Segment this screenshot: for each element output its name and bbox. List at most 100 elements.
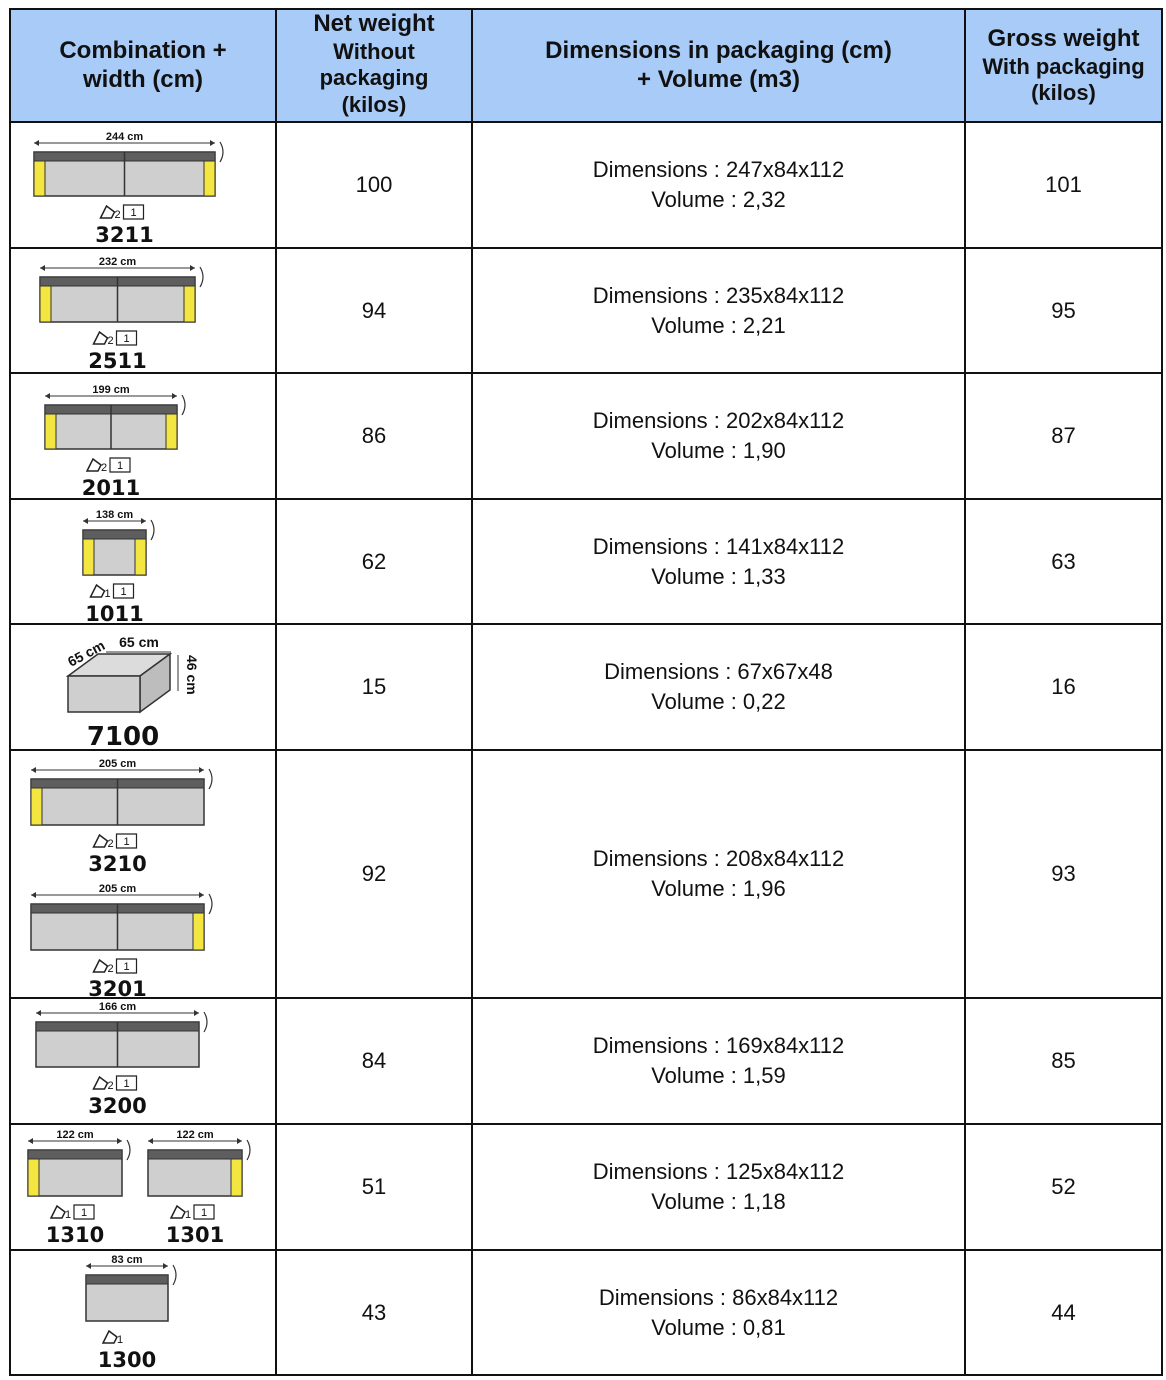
dimensions-text: Dimensions : 202x84x112 (592, 408, 845, 433)
package-icon (109, 457, 131, 473)
header-combination-line1: Combination + (59, 36, 227, 64)
width-label: 205 cm (99, 883, 137, 895)
header-net-weight: Net weight Without packaging (kilos) (275, 8, 473, 123)
header-dimensions-line2: + Volume (m3) (637, 65, 800, 93)
model-code: 1310 (46, 1223, 104, 1247)
header-net-line2: Without (333, 38, 415, 64)
gross-weight-cell: 93 (964, 749, 1163, 999)
width-label: 83 cm (111, 1254, 142, 1266)
net-weight-cell: 92 (275, 749, 473, 999)
header-gross-line1: Gross weight (987, 24, 1140, 52)
net-weight-cell: 51 (275, 1123, 473, 1251)
dimensions-text: Dimensions : 141x84x112 (592, 533, 845, 559)
gross-weight-cell: 44 (964, 1249, 1163, 1376)
seat-icon (89, 583, 106, 598)
volume-text: Volume : 2,32 (651, 187, 786, 212)
seat-count: 2 (108, 335, 114, 347)
model-code: 3200 (88, 1094, 146, 1118)
seat-icon (92, 1075, 109, 1090)
model-code: 1300 (98, 1348, 156, 1372)
seat-count: 2 (108, 1080, 114, 1092)
package-count: 1 (201, 1207, 207, 1219)
seat-icon (101, 1329, 118, 1344)
gross-weight-cell: 63 (964, 498, 1163, 625)
header-dimensions: Dimensions in packaging (cm) + Volume (m… (471, 8, 966, 123)
width-label: 166 cm (99, 1001, 137, 1013)
model-code: 1011 (85, 602, 143, 624)
package-icon (112, 583, 135, 599)
seat-icon (92, 958, 109, 973)
width-label: 122 cm (56, 1129, 94, 1141)
model-code: 7100 (87, 722, 159, 750)
seat-icon (49, 1204, 66, 1219)
height-label: 46 cm (184, 655, 200, 695)
width-label: 205 cm (99, 758, 137, 770)
package-count: 1 (120, 586, 126, 598)
net-weight-cell: 15 (275, 623, 473, 751)
header-combination: Combination + width (cm) (9, 8, 277, 123)
net-weight-cell: 100 (275, 121, 473, 249)
width-label: 244 cm (106, 131, 144, 143)
net-weight-cell: 94 (275, 247, 473, 374)
package-count: 1 (123, 961, 129, 973)
header-gross-weight: Gross weight With packaging (kilos) (964, 8, 1163, 123)
dimensions-text: Dimensions : 247x84x112 (592, 157, 845, 182)
package-icon (115, 958, 138, 974)
net-weight-cell: 62 (275, 498, 473, 625)
dimensions-text: Dimensions : 125x84x112 (592, 1159, 845, 1184)
dimensions-text: Dimensions : 86x84x112 (598, 1284, 839, 1310)
seat-count: 1 (185, 1209, 191, 1221)
net-weight-cell: 84 (275, 997, 473, 1125)
volume-text: Volume : 1,96 (651, 876, 786, 901)
width-label: 65 cm (119, 634, 159, 650)
width-label: 199 cm (92, 384, 130, 396)
net-weight-cell: 86 (275, 372, 473, 500)
package-count: 1 (123, 836, 129, 848)
model-code: 2011 (82, 476, 140, 499)
package-count: 1 (123, 333, 129, 345)
seat-icon (99, 204, 116, 219)
package-icon (122, 204, 145, 220)
volume-text: Volume : 1,18 (651, 1189, 786, 1214)
gross-weight-cell: 87 (964, 372, 1163, 500)
gross-weight-cell: 16 (964, 623, 1163, 751)
volume-text: Volume : 1,59 (651, 1063, 786, 1088)
header-net-line1: Net weight (313, 10, 435, 37)
net-weight-cell: 43 (275, 1249, 473, 1376)
header-gross-line3: (kilos) (1031, 79, 1096, 105)
model-code: 1301 (166, 1223, 224, 1247)
package-icon (115, 330, 138, 346)
seat-count: 2 (101, 462, 107, 474)
model-code: 3211 (95, 223, 153, 247)
